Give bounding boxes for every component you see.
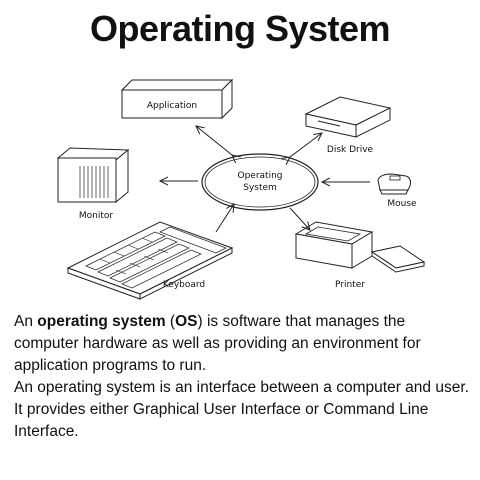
- paragraph-2: An operating system is an interface betw…: [14, 379, 469, 440]
- mouse-node: Mouse: [377, 173, 417, 209]
- p1-rest: ) is software that manages the computer …: [14, 313, 421, 374]
- monitor-label: Monitor: [79, 211, 114, 221]
- term-operating-system: operating system: [37, 313, 166, 330]
- center-label-line1: Operating: [238, 171, 283, 181]
- p1-paren: (: [165, 313, 176, 330]
- paragraph-1: An operating system (OS) is software tha…: [14, 311, 470, 377]
- os-diagram: Operating System Application Disk Drive …: [56, 78, 426, 300]
- arrow-printer: [289, 207, 310, 230]
- description-text: An operating system (OS) is software tha…: [14, 311, 470, 443]
- page-title: Operating System: [89, 8, 391, 49]
- disk-drive-node: Disk Drive: [304, 96, 392, 155]
- center-label-line2: System: [243, 183, 277, 193]
- connection-arrows: [160, 126, 370, 233]
- printer-node: Printer: [294, 221, 426, 290]
- arrow-keyboard: [215, 204, 234, 233]
- keyboard-label: Keyboard: [163, 280, 205, 290]
- operating-system-node: Operating System: [201, 153, 319, 211]
- arrow-application: [196, 126, 232, 155]
- monitor-node: Monitor: [56, 147, 130, 221]
- keyboard-node: Keyboard: [66, 221, 234, 300]
- term-os: OS: [175, 313, 198, 330]
- disk-drive-label: Disk Drive: [327, 145, 374, 155]
- printer-label: Printer: [335, 280, 365, 290]
- arrow-disk-drive: [290, 133, 322, 157]
- p1-prefix: An: [14, 313, 38, 330]
- application-node: Application: [120, 78, 234, 120]
- application-label: Application: [147, 101, 197, 111]
- mouse-label: Mouse: [387, 199, 417, 209]
